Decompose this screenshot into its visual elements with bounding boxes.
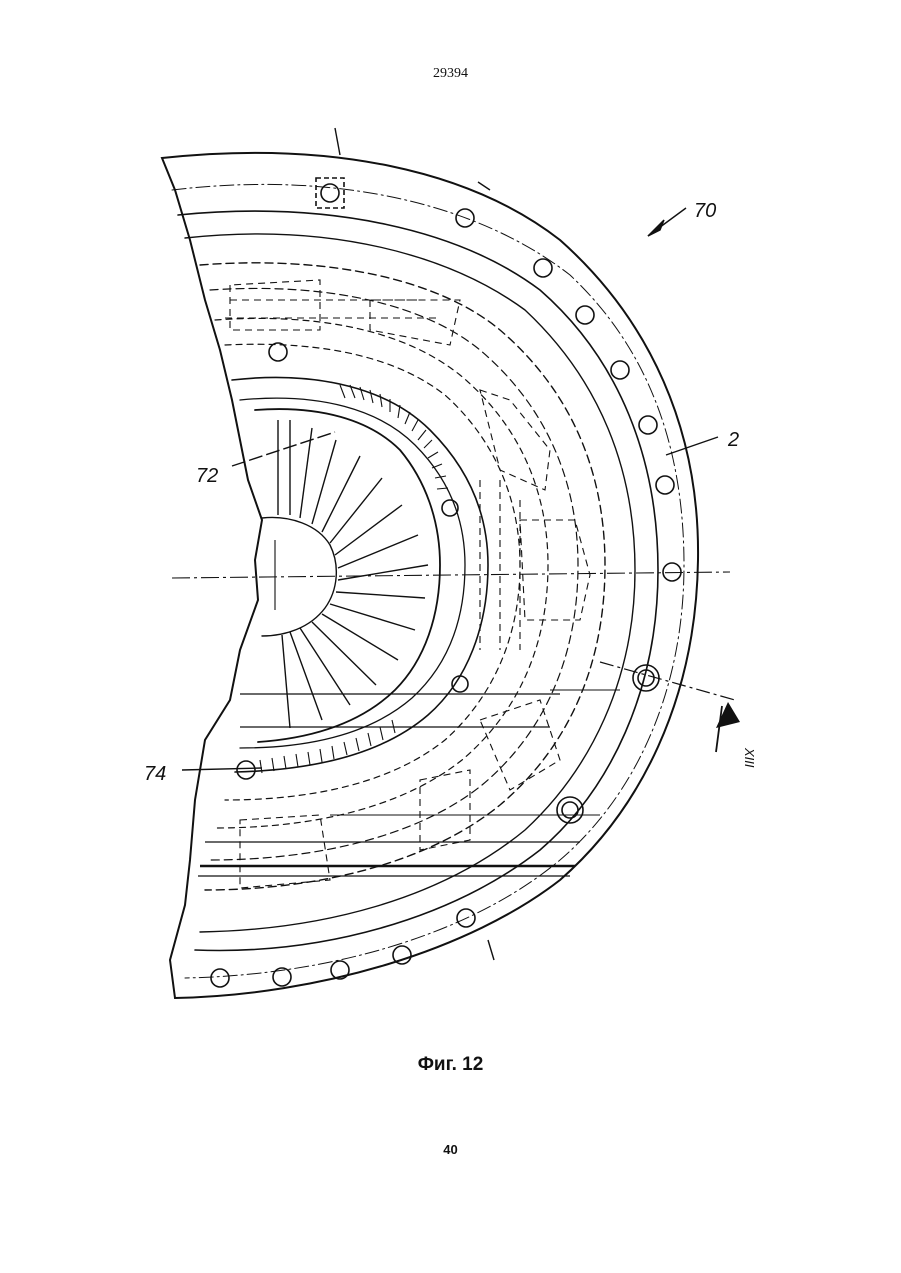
diaphragm-spring-fingers — [278, 420, 428, 728]
leader-lines — [182, 128, 718, 960]
section-lines — [198, 690, 620, 876]
label-spring-72: 72 — [196, 465, 218, 487]
clutch-cover-outline — [162, 153, 698, 998]
label-section-xiii: XIII — [742, 747, 757, 768]
hidden-lines — [225, 280, 590, 888]
label-housing-2: 2 — [727, 429, 739, 451]
label-spring-74: 74 — [144, 763, 166, 785]
label-assembly-70: 70 — [694, 200, 716, 222]
page-number: 40 — [0, 1142, 901, 1157]
figure-caption: Фиг. 12 — [0, 1054, 901, 1076]
section-mark — [600, 662, 740, 752]
